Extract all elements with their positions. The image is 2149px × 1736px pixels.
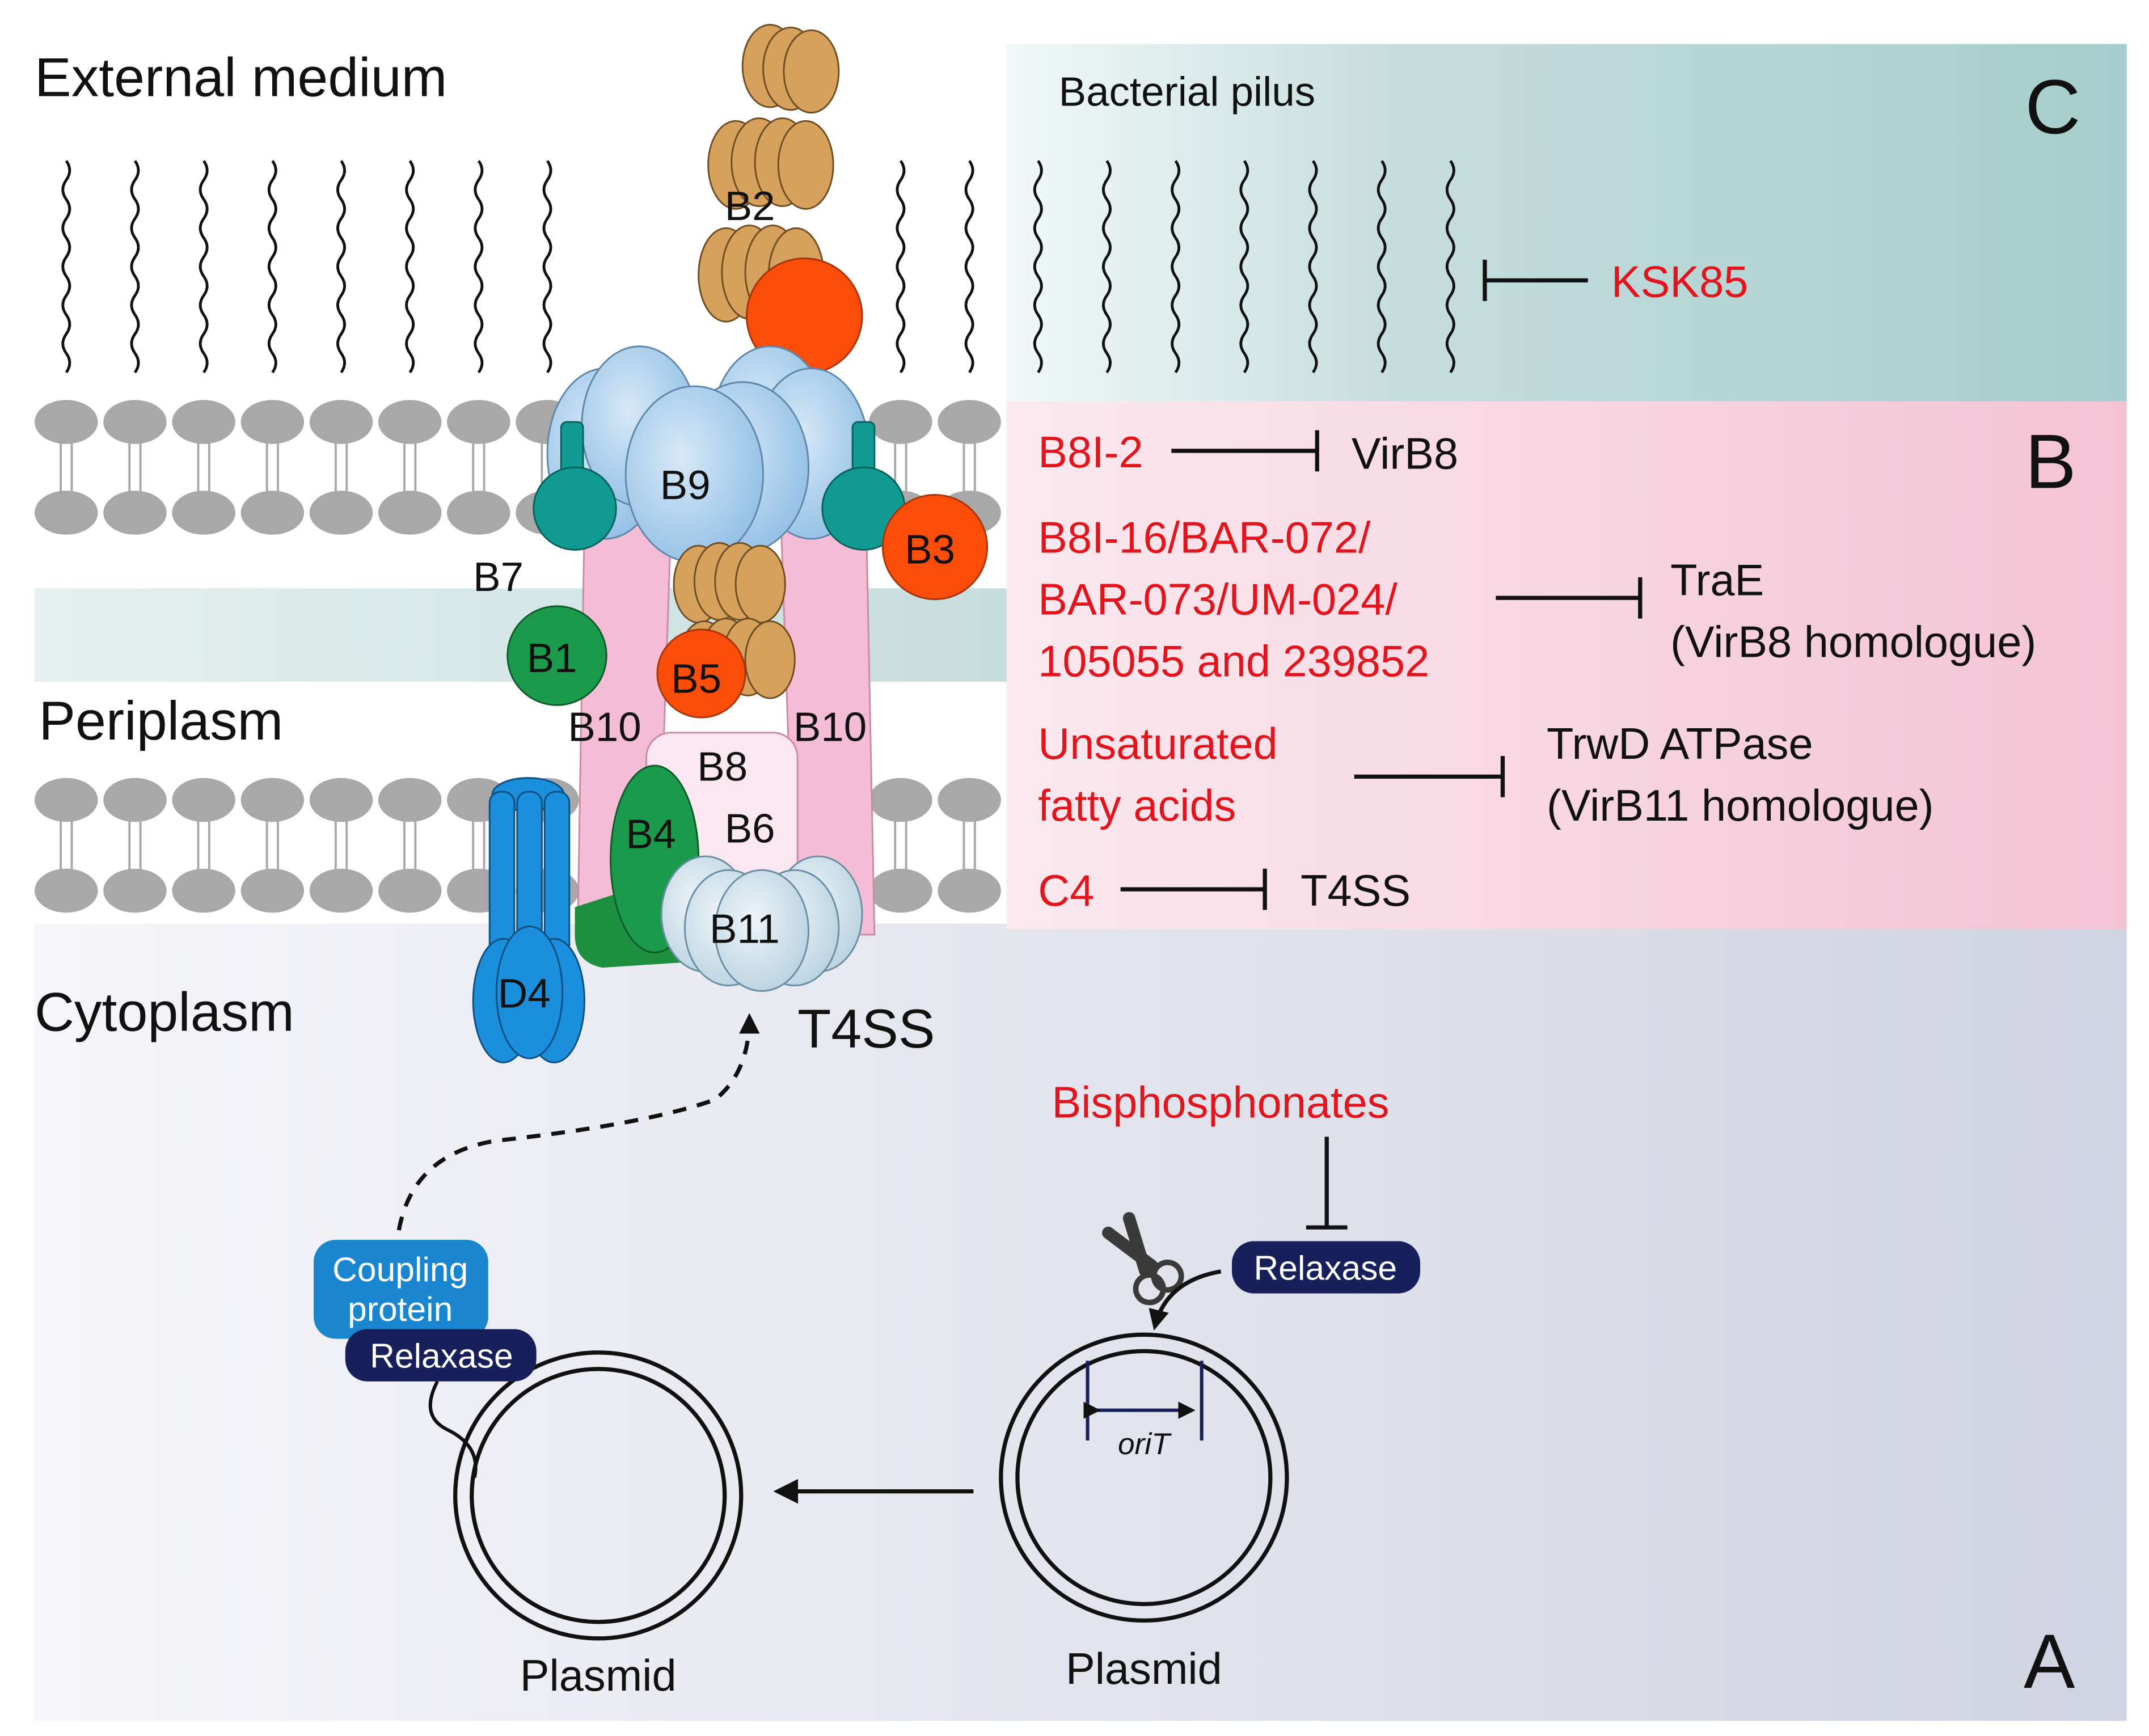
ksk85-inhibition: [1483, 260, 1588, 301]
c4-inhibition: [1120, 868, 1267, 910]
panel-b-label: B: [2025, 418, 2076, 504]
b10-left-label: B10: [568, 704, 641, 750]
b8i16-label-line3: 105055 and 239852: [1038, 637, 1429, 686]
panel-c-background: [1006, 44, 2127, 402]
relaxase-left-pill: [345, 1329, 537, 1382]
plasmid-right-label: Plasmid: [1066, 1645, 1222, 1693]
b7-right-shape: [821, 421, 906, 551]
coupling-protein-box: [314, 1240, 488, 1339]
relaxase-right-label: Relaxase: [1254, 1248, 1398, 1287]
coupling-to-t4ss-arrow: [396, 1013, 760, 1231]
plasmid-left-label: Plasmid: [520, 1651, 677, 1700]
trwd-label-line2: (VirB11 homologue): [1547, 782, 1934, 830]
d4-shape: [472, 777, 585, 1063]
b10-right-label: B10: [793, 704, 867, 750]
b8-label: B8: [697, 744, 748, 790]
b1-shape: [506, 605, 607, 706]
scissors-icon: [1102, 1212, 1184, 1306]
orit-marker: [1083, 1361, 1204, 1441]
b2-label: B2: [725, 183, 775, 229]
b11-label: B11: [710, 906, 780, 952]
panel-a-label: A: [2024, 1618, 2075, 1704]
b6-label: B6: [725, 806, 775, 852]
virb8-label: VirB8: [1352, 429, 1458, 478]
ssdna-strand: [428, 1380, 478, 1479]
t4ss-label: T4SS: [797, 998, 935, 1059]
b8i16-inhibition: [1496, 577, 1643, 619]
t4ss-target-label: T4SS: [1301, 867, 1411, 915]
coupling-protein-label-line1: Coupling: [332, 1250, 468, 1289]
b5-shape: [656, 628, 746, 719]
plasmid-right: [999, 1332, 1289, 1623]
b9-label: B9: [660, 462, 711, 508]
b7-left-shape: [533, 421, 617, 551]
ufa-inhibition: [1354, 755, 1505, 797]
lps-chains: [61, 160, 1455, 374]
d4-label: D4: [498, 970, 551, 1016]
plasmid-left: [453, 1350, 744, 1641]
trwd-label-line1: TrwD ATPase: [1547, 720, 1813, 768]
ksk85-label: KSK85: [1611, 257, 1748, 306]
ufa-label-line2: fatty acids: [1038, 782, 1236, 830]
coupling-protein-label-line2: protein: [348, 1290, 453, 1328]
region-periplasm-label: Periplasm: [39, 690, 283, 751]
ufa-label-line1: Unsaturated: [1038, 720, 1277, 768]
b8i2-inhibition: [1171, 430, 1319, 472]
relaxase-to-plasmid-arrow: [1149, 1269, 1222, 1330]
bisphosphonates-inhibition: [1306, 1137, 1348, 1230]
relaxase-right-pill: [1232, 1241, 1421, 1294]
trae-label-line1: TraE: [1670, 556, 1764, 605]
b8i16-label-line1: B8I-16/BAR-072/: [1038, 513, 1371, 562]
panel-c-label: C: [2025, 64, 2080, 150]
b7-label: B7: [473, 554, 523, 600]
b3-label: B3: [905, 527, 955, 573]
b11-hexamer: [660, 855, 863, 992]
b4-label: B4: [626, 811, 676, 857]
outer-membrane: [35, 400, 1001, 535]
b3-shape: [881, 494, 989, 601]
orit-label: oriT: [1118, 1427, 1172, 1461]
c4-label: C4: [1038, 867, 1094, 915]
b8i2-label: B8I-2: [1038, 428, 1143, 477]
b5-label: B5: [671, 656, 721, 702]
bacterial-pilus-label: Bacterial pilus: [1059, 69, 1316, 115]
b8i16-label-line2: BAR-073/UM-024/: [1038, 575, 1398, 624]
region-external-label: External medium: [35, 47, 447, 108]
relaxase-left-label: Relaxase: [370, 1336, 513, 1375]
trae-label-line2: (VirB8 homologue): [1670, 618, 2036, 666]
b1-label: B1: [527, 635, 577, 681]
panel-b-background: [1006, 401, 2127, 930]
bisphosphonates-label: Bisphosphonates: [1052, 1078, 1390, 1127]
region-cytoplasm-label: Cytoplasm: [35, 981, 294, 1043]
